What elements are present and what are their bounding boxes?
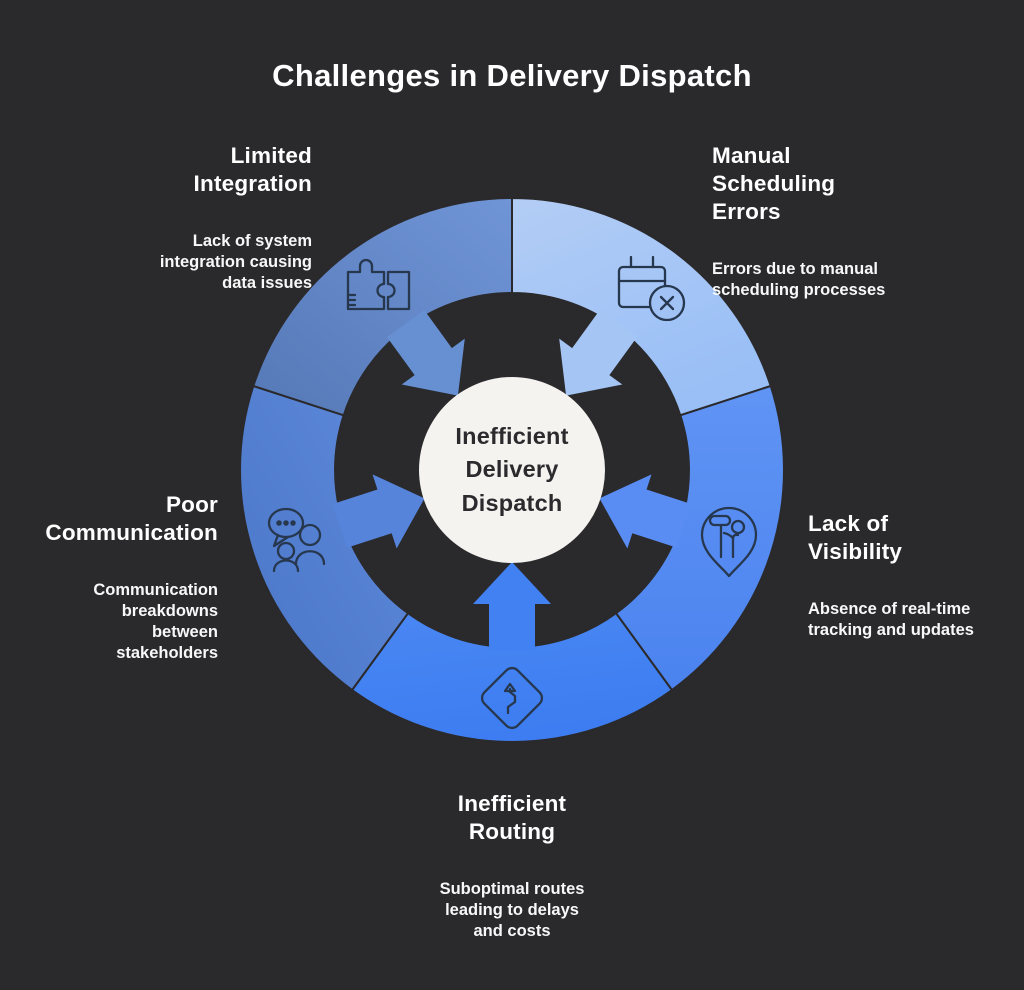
segment-limited-integration [252,196,513,417]
label-limited-integration: Limited Integration Lack of system integ… [40,124,312,312]
people-chat-icon [267,507,326,573]
segment-lack-of-visibility [614,384,785,692]
arrow-poor-communication-icon [332,474,425,549]
label-poor-communication: Poor Communication Communication breakdo… [10,473,218,682]
lack-of-visibility-description: Absence of real-time tracking and update… [808,599,974,639]
manual-scheduling-heading: Manual Scheduling Errors [712,143,836,224]
center-hub-label: Inefficient Delivery Dispatch [455,422,569,516]
poor-communication-heading: Poor Communication [45,492,218,545]
route-sign-icon [480,666,544,730]
arrow-manual-scheduling-icon [559,310,637,396]
arrow-lack-of-visibility-icon [599,474,692,549]
lack-of-visibility-heading: Lack of Visibility [808,511,903,564]
inward-arrows [332,310,692,651]
inefficient-routing-heading: Inefficient Routing [457,791,567,844]
segment-poor-communication [239,384,410,692]
arrow-limited-integration-icon [387,310,465,396]
inefficient-routing-description: Suboptimal routes leading to delays and … [439,879,585,940]
label-lack-of-visibility: Lack of Visibility Absence of real-time … [808,492,1018,659]
location-pin-person-icon [700,506,758,578]
center-hub-circle [419,377,605,563]
limited-integration-description: Lack of system integration causing data … [159,231,312,292]
label-inefficient-routing: Inefficient Routing Suboptimal routes le… [387,772,637,960]
page-title: Challenges in Delivery Dispatch [272,58,752,93]
poor-communication-description: Communication breakdowns between stakeho… [93,580,218,663]
puzzle-integration-icon [346,258,411,311]
arrow-inefficient-routing-icon [473,562,551,651]
calendar-error-icon [617,255,686,322]
label-manual-scheduling-errors: Manual Scheduling Errors Errors due to m… [712,124,992,319]
manual-scheduling-description: Errors due to manual scheduling processe… [712,259,886,299]
limited-integration-heading: Limited Integration [193,143,312,196]
